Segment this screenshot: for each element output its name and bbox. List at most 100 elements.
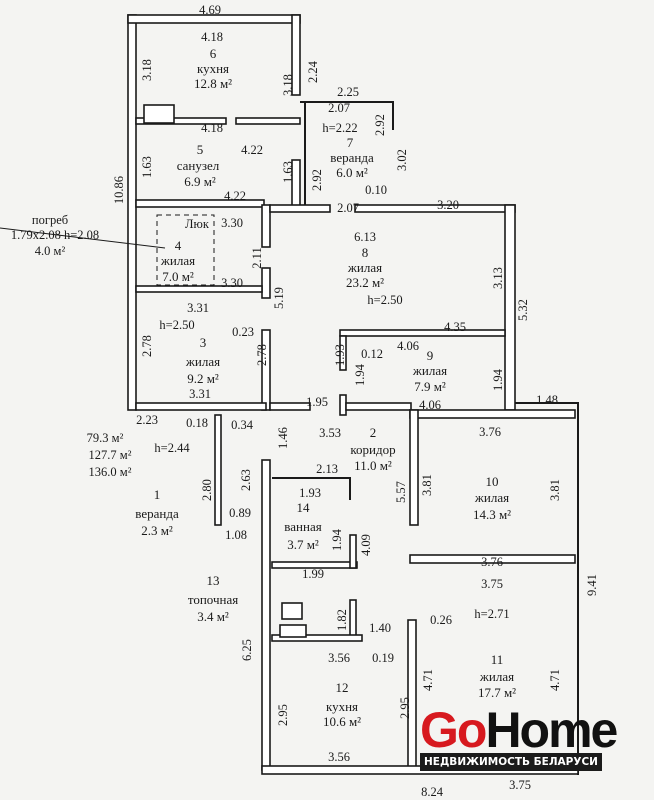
room-labels: 6 кухня 12.8 м² 5 санузел 6.9 м² h=2.22 … (0, 46, 516, 729)
sink-icon (281, 602, 303, 620)
dim: 6.13 (354, 230, 376, 244)
dim: 4.22 (224, 189, 246, 203)
dim: 1.46 (276, 427, 290, 449)
stove-icon (143, 104, 175, 124)
dim: 4.71 (548, 669, 562, 691)
room-1-name: веранда (135, 506, 179, 521)
room-12-area: 10.6 м² (323, 714, 361, 729)
hatch-outline (156, 214, 215, 286)
room-1-height: h=2.44 (154, 441, 190, 455)
room-13-area: 3.4 м² (197, 609, 229, 624)
dim: 2.13 (316, 462, 338, 476)
dim: 1.82 (335, 609, 349, 631)
dim: 1.63 (140, 156, 154, 178)
room-7-height: h=2.22 (322, 121, 357, 135)
room-9-area: 7.9 м² (414, 379, 446, 394)
room-10-number: 10 (486, 474, 499, 489)
dim: 3.31 (187, 301, 209, 315)
dim: 1.99 (302, 567, 324, 581)
room-11-number: 11 (491, 652, 504, 667)
dim: 3.30 (221, 276, 243, 290)
dim: 3.75 (481, 577, 503, 591)
room-3-area: 9.2 м² (187, 371, 219, 386)
dim: 3.20 (437, 198, 459, 212)
room-3-name: жилая (185, 354, 220, 369)
room-3-number: 3 (200, 335, 207, 350)
dim: 5.32 (516, 299, 530, 321)
dim: 4.18 (201, 121, 223, 135)
dim: 10.86 (112, 176, 126, 204)
total-area-1: 79.3 м² (87, 431, 124, 445)
room-5-number: 5 (197, 142, 204, 157)
room-9-number: 9 (427, 348, 434, 363)
dim: 2.23 (136, 413, 158, 427)
dim: 1.48 (536, 393, 558, 407)
walls (127, 14, 579, 775)
dim: 3.76 (481, 555, 503, 569)
room-8-height: h=2.50 (367, 293, 402, 307)
dim: 5.57 (394, 481, 408, 503)
dim: 3.81 (548, 479, 562, 501)
dim: 0.12 (361, 347, 383, 361)
dim: 6.25 (240, 639, 254, 661)
dim: 2.95 (276, 704, 290, 726)
dim: 3.02 (395, 149, 409, 171)
dim: 4.18 (201, 30, 223, 44)
dim: 5.19 (272, 287, 286, 309)
cellar-area: 4.0 м² (35, 244, 66, 258)
dimensions: 4.69 4.18 3.18 3.18 2.24 4.18 4.22 1.63 … (112, 3, 599, 799)
room-8-name: жилая (347, 260, 382, 275)
dim: 0.89 (229, 506, 251, 520)
dim: 2.92 (373, 114, 387, 136)
dim: 1.63 (281, 161, 295, 183)
room-4-area: 7.0 м² (162, 269, 194, 284)
room-14-name: ванная (284, 519, 321, 534)
room-6-area: 12.8 м² (194, 76, 232, 91)
room-14-number: 14 (297, 500, 311, 515)
room-13-name: топочная (188, 592, 238, 607)
dim: 1.08 (225, 528, 247, 542)
room-14-area: 3.7 м² (287, 537, 319, 552)
dim: 9.41 (585, 574, 599, 596)
dim: 3.81 (420, 474, 434, 496)
logo-home: Home (485, 702, 618, 758)
dim: 3.18 (140, 59, 154, 81)
dim: 2.80 (200, 479, 214, 501)
dim: 1.40 (369, 621, 391, 635)
dim: 3.53 (319, 426, 341, 440)
room-1-area: 2.3 м² (141, 523, 173, 538)
room-4-hatch: Люк (185, 217, 210, 231)
dim: 1.94 (491, 368, 505, 391)
dim: 1.95 (306, 395, 328, 409)
dim: 3.13 (491, 267, 505, 289)
room-4-name: жилая (160, 253, 195, 268)
dim: 4.69 (199, 3, 221, 17)
dim: 3.31 (189, 387, 211, 401)
room-2-area: 11.0 м² (354, 458, 392, 473)
dim: 3.56 (328, 750, 350, 764)
dim: 2.25 (337, 85, 359, 99)
dim: 2.07 (337, 201, 359, 215)
dim: 4.22 (241, 143, 263, 157)
cellar-pointer (0, 227, 166, 249)
dim: 4.09 (359, 534, 373, 556)
dim: 1.94 (330, 528, 344, 551)
room-6-name: кухня (197, 61, 229, 76)
dim: 0.10 (365, 183, 387, 197)
room-3-height: h=2.50 (159, 318, 194, 332)
dim: 3.76 (479, 425, 501, 439)
dim: 3.56 (328, 651, 350, 665)
total-area-3: 136.0 м² (89, 465, 132, 479)
dim: 2.78 (140, 335, 154, 357)
dim: 0.34 (231, 418, 254, 432)
dim: 3.30 (221, 216, 243, 230)
room-6-number: 6 (210, 46, 217, 61)
dim: 1.93 (299, 486, 321, 500)
dim: 4.35 (444, 320, 466, 334)
dim: 2.11 (250, 247, 264, 268)
room-10-area: 14.3 м² (473, 507, 511, 522)
room-11-height: h=2.71 (474, 607, 509, 621)
dim: 0.26 (430, 613, 452, 627)
dim: 1.93 (333, 344, 347, 366)
dim: 1.94 (353, 363, 367, 386)
